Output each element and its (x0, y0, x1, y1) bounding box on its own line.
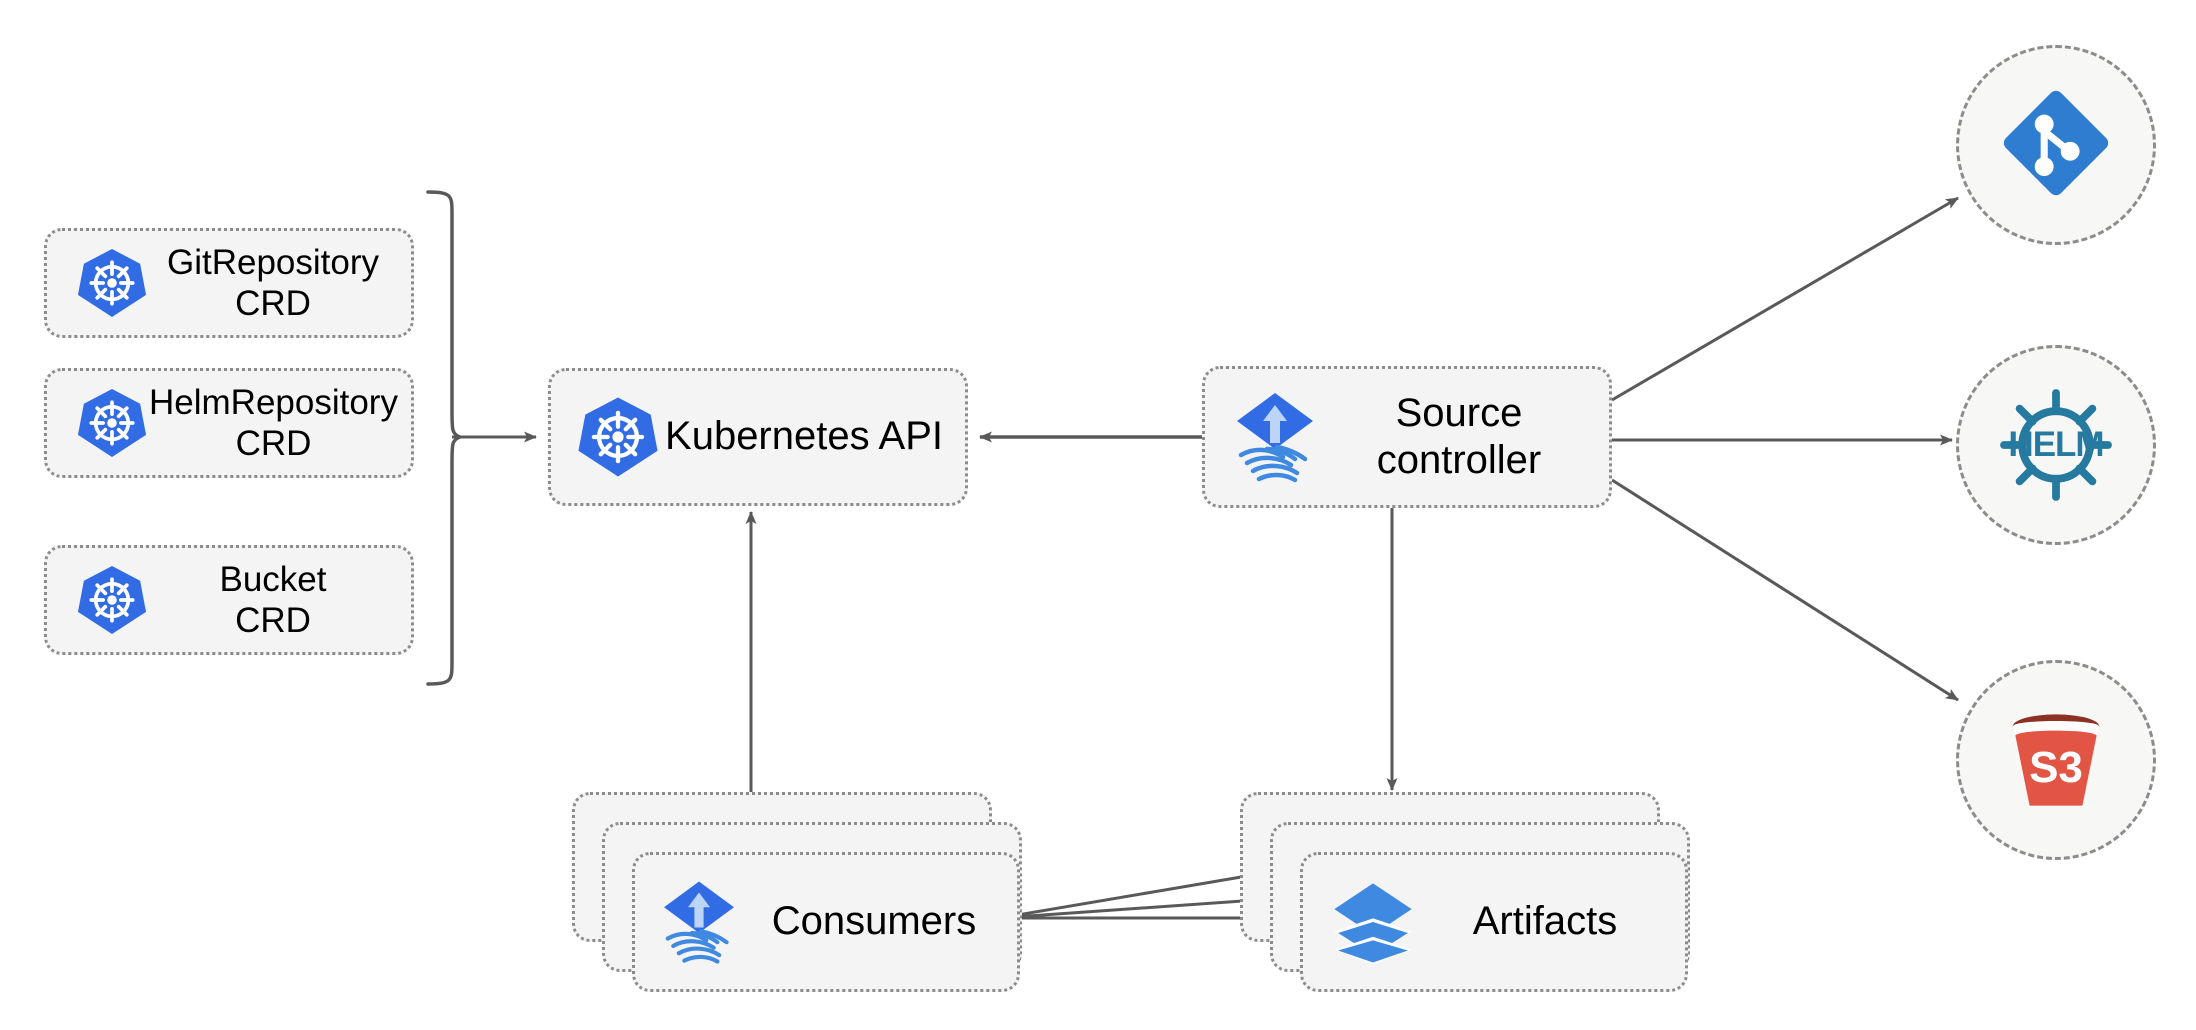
source-circle-helm[interactable]: HELM (1956, 345, 2156, 545)
source-circle-s3[interactable]: S3 (1956, 660, 2156, 860)
node-label: Artifacts (1472, 899, 1618, 944)
crd-card-helmrepository[interactable]: HelmRepository CRD (44, 368, 414, 478)
source-circle-git[interactable] (1956, 45, 2156, 245)
crd-card-bucket[interactable]: Bucket CRD (44, 545, 414, 655)
edge-source-to-git (1611, 196, 1959, 402)
crd-label: Bucket CRD (219, 559, 327, 640)
flux-icon (1225, 387, 1325, 487)
kubernetes-icon (75, 386, 149, 460)
crd-label: HelmRepository CRD (149, 382, 398, 463)
kubernetes-icon (75, 246, 149, 320)
edge-consumers-to-artifacts-back (999, 871, 1254, 920)
node-label: Kubernetes API (665, 414, 943, 459)
s3-wordmark: S3 (2029, 743, 2083, 792)
kubernetes-icon (575, 394, 661, 480)
helm-icon: HELM (1991, 380, 2121, 510)
node-source-controller[interactable]: Source controller (1202, 366, 1612, 508)
crd-card-gitrepository[interactable]: GitRepository CRD (44, 228, 414, 338)
kubernetes-icon (75, 563, 149, 637)
node-kubernetes-api[interactable]: Kubernetes API (548, 368, 968, 506)
node-consumers[interactable]: Consumers (632, 852, 1020, 992)
layers-icon (1327, 876, 1419, 968)
git-icon (1997, 84, 2115, 207)
edge-source-to-s3 (1611, 478, 1959, 702)
node-label: Consumers (771, 899, 977, 944)
flux-icon (653, 876, 745, 968)
crd-label: GitRepository CRD (166, 242, 380, 323)
node-artifacts[interactable]: Artifacts (1300, 852, 1688, 992)
node-label: Source controller (1376, 390, 1542, 482)
helm-wordmark: HELM (2008, 425, 2104, 464)
s3-icon: S3 (1996, 700, 2116, 820)
